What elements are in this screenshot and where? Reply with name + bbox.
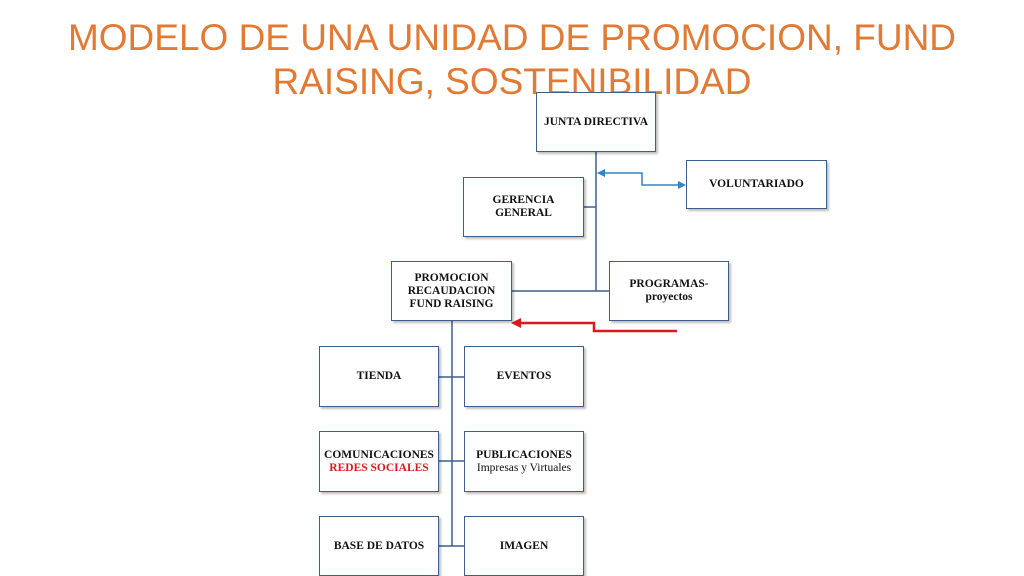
base-de-datos-label: BASE DE DATOS: [333, 539, 425, 552]
gerencia-label-line2: GENERAL: [495, 207, 552, 219]
junta-directiva-label: JUNTA DIRECTIVA: [543, 115, 649, 128]
gerencia-label-line1: GERENCIA: [492, 194, 555, 206]
promocion-label-line3: FUND RAISING: [409, 297, 494, 310]
slide-title: MODELO DE UNA UNIDAD DE PROMOCION, FUND …: [67, 17, 957, 102]
voluntariado-label: VOLUNTARIADO: [709, 178, 804, 190]
highlight-arrow: [518, 321, 677, 333]
highlight-arrowhead: [511, 318, 521, 328]
base-de-datos-box: BASE DE DATOS: [319, 516, 439, 576]
junta-directiva-box: JUNTA DIRECTIVA: [536, 92, 656, 152]
eventos-label: EVENTOS: [496, 370, 552, 382]
programas-label-line2: proyectos: [645, 291, 693, 303]
voluntariado-arrowhead-left: [597, 169, 605, 177]
voluntariado-arrow: [598, 172, 684, 186]
eventos-box: EVENTOS: [464, 346, 584, 407]
publicaciones-box: PUBLICACIONES Impresas y Virtuales: [464, 431, 584, 492]
programas-label-line1: PROGRAMAS-: [629, 278, 709, 290]
redes-sociales-label: REDES SOCIALES: [329, 461, 429, 474]
publicaciones-label-line2: Impresas y Virtuales: [476, 461, 572, 474]
tienda-label: TIENDA: [356, 370, 402, 382]
imagen-box: IMAGEN: [464, 516, 584, 576]
imagen-label: IMAGEN: [499, 539, 549, 552]
voluntariado-arrowhead-right: [678, 181, 686, 189]
voluntariado-box: VOLUNTARIADO: [686, 160, 827, 209]
promocion-label-line2: RECAUDACION: [407, 284, 496, 297]
promocion-label-line1: PROMOCION: [414, 271, 489, 284]
publicaciones-label-line1: PUBLICACIONES: [476, 448, 572, 461]
comunicaciones-box: COMUNICACIONES REDES SOCIALES: [319, 431, 439, 492]
tienda-box: TIENDA: [319, 346, 439, 407]
promocion-box: PROMOCION RECAUDACION FUND RAISING: [391, 261, 512, 321]
comunicaciones-label-line1: COMUNICACIONES: [324, 448, 434, 461]
gerencia-general-box: GERENCIA GENERAL: [463, 177, 584, 237]
programas-box: PROGRAMAS- proyectos: [609, 261, 729, 321]
